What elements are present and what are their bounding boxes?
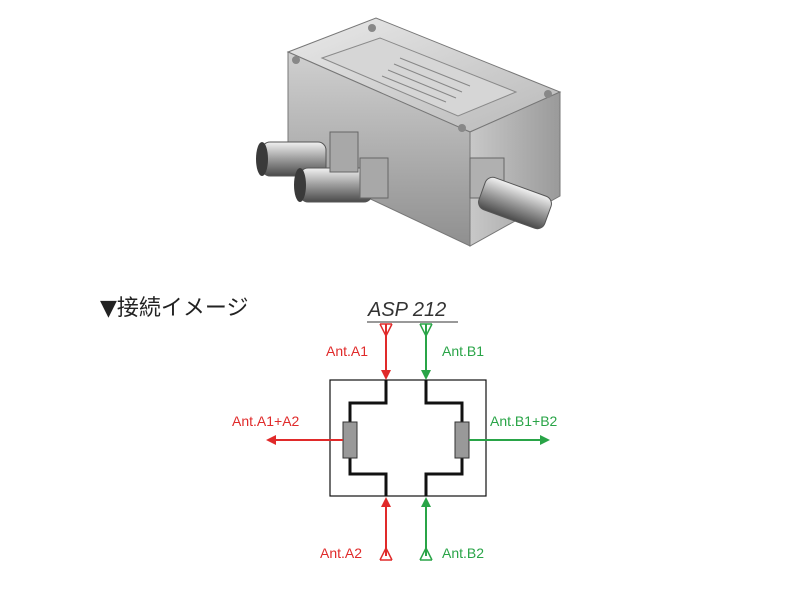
antenna-a2 — [379, 497, 393, 561]
section-heading: ▼接続イメージ — [100, 296, 249, 321]
antenna-b1 — [419, 323, 433, 380]
label-ant-b2: Ant.B2 — [442, 545, 484, 561]
left-resistor — [342, 421, 358, 459]
label-out-a: Ant.A1+A2 — [232, 413, 300, 429]
antenna-a1 — [379, 323, 393, 380]
label-out-b: Ant.B1+B2 — [490, 413, 558, 429]
label-ant-a2: Ant.A2 — [320, 545, 362, 561]
product-photo — [256, 17, 562, 247]
internal-traces — [348, 380, 464, 496]
antenna-b2 — [419, 497, 433, 561]
splitter-box-illustration — [256, 17, 562, 247]
model-title: ASP 212 — [367, 299, 446, 321]
right-resistor — [454, 421, 470, 459]
label-ant-a1: Ant.A1 — [326, 343, 368, 359]
label-ant-b1: Ant.B1 — [442, 343, 484, 359]
